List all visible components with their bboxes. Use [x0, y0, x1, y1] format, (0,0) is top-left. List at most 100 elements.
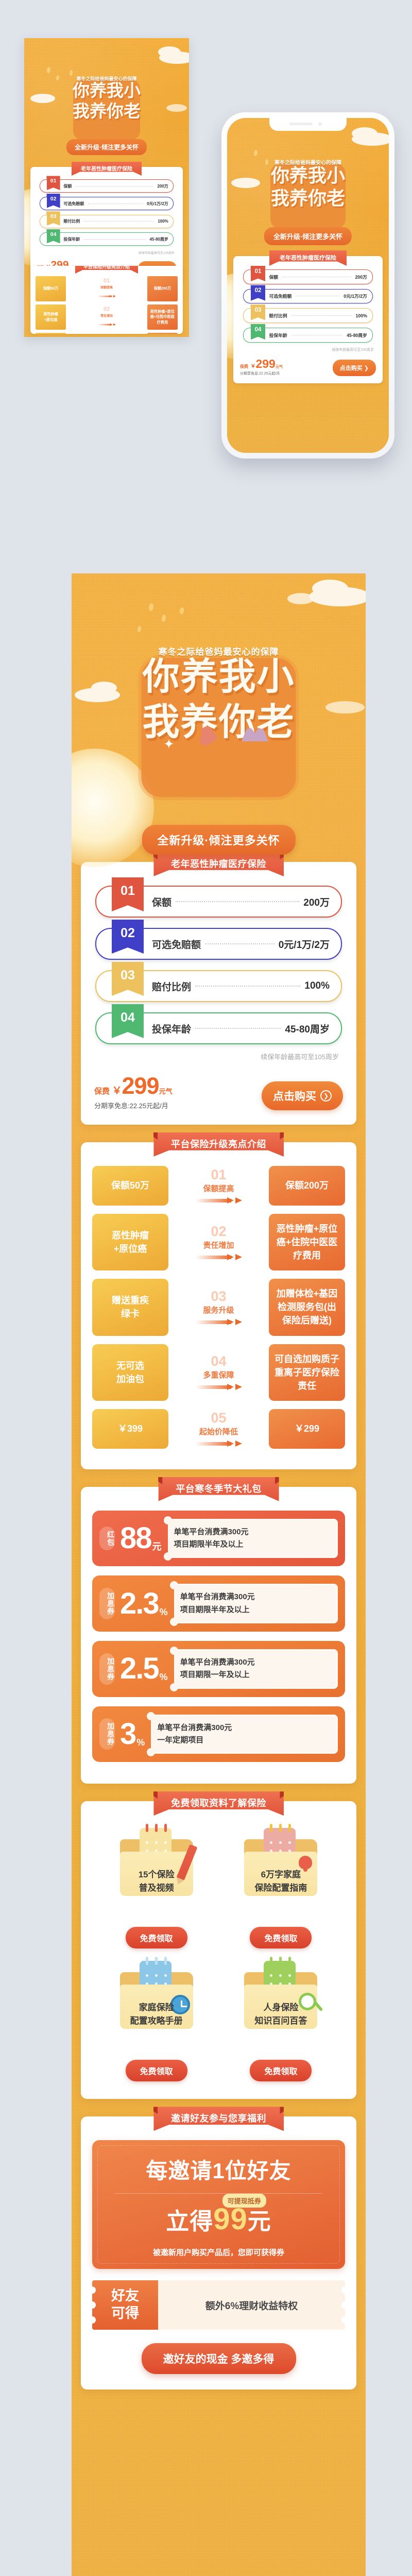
tag-fold: [249, 324, 251, 327]
invite-line2-pre: 立得: [166, 2208, 214, 2235]
materials-banner: 免费领取资料了解保险: [153, 1791, 284, 1816]
hero-cta-button[interactable]: 全新升级·倾注更多关怀: [142, 825, 296, 855]
compare-new-value: ￥299: [269, 1409, 345, 1449]
invite-line1: 每邀请1位好友: [146, 2159, 291, 2183]
cloud-decoration: [30, 94, 55, 103]
phone-price-unit: 元气: [275, 365, 283, 369]
phone-hero-title-line2: 我养你老: [270, 187, 345, 209]
preview-highlights-banner: 平台保险升级亮点介绍: [75, 266, 139, 274]
phone-product-banner: 老年恶性肿瘤医疗保险: [269, 250, 347, 266]
arrow-right-icon: [97, 323, 116, 326]
coupon-amount-number: 2.3: [120, 1586, 160, 1620]
phone-speaker-icon: [289, 123, 313, 125]
compare-new-value: 恶性肿瘤+原位癌+住院中医医疗费用: [269, 1214, 345, 1271]
phone-installment: 分期享免息:22.25元起/月: [240, 371, 280, 376]
phone-buy-button[interactable]: 点击购买 ❯: [332, 359, 376, 376]
coupon-desc-line2: 一年定期项目: [157, 1735, 204, 1744]
spec-value: 200万: [303, 897, 330, 908]
coupon-desc-line1: 单笔平台消费满300元: [180, 1592, 255, 1602]
material-card[interactable]: 15个保险普及视频免费领取: [96, 1824, 217, 1954]
material-title-line2: 配置攻略手册: [130, 2015, 183, 2026]
compare-new-value: 加赠体检+基因检测服务包(出保险后赠送): [147, 333, 178, 334]
claim-free-button[interactable]: 免费领取: [125, 2060, 187, 2082]
product-note: 续保年龄最高可至105周岁: [261, 1053, 339, 1061]
spec-label: 赔付比例: [269, 313, 287, 319]
material-card[interactable]: 家庭保险配置攻略手册免费领取: [96, 1957, 217, 2087]
ticket-dashed-border: [97, 2145, 340, 2264]
spec-dots: [176, 901, 300, 902]
compare-middle-label: 保额提高: [100, 286, 113, 290]
coupon-description: 单笔平台消费满300元项目期限一年及以上: [169, 1647, 338, 1691]
material-title-line1: 家庭保险: [139, 2003, 174, 2013]
phone-notch: [269, 118, 347, 131]
arrow-right-icon: [195, 1318, 243, 1325]
spec-label: 可选免赔额: [63, 201, 84, 206]
cloud-decoration: [91, 682, 117, 694]
coupon-badge: 加息券: [99, 1653, 115, 1685]
coupon-amount: 2.5%: [120, 1654, 168, 1684]
hero-section: 你养我小 我养你老 寒冬之际给爸妈最安心的保障 ✦ 全新升级·倾注更多关怀: [72, 573, 366, 867]
spec-value: 0元/1万/2万: [278, 939, 330, 951]
spec-value: 100%: [355, 313, 367, 318]
tag-fold: [45, 176, 47, 179]
invite-amount: 99: [213, 2202, 248, 2236]
material-card[interactable]: 人身保险知识百问百答免费领取: [220, 1957, 342, 2087]
coupon-amount: 3%: [120, 1719, 145, 1749]
preview-hero-cta[interactable]: 全新升级·倾注更多关怀: [66, 139, 147, 155]
compare-old-value: 恶性肿瘤 +原位癌: [92, 1214, 168, 1271]
compare-old-value: 赠送重疾 绿卡: [36, 333, 66, 334]
spec-number-tag: 03: [46, 211, 60, 226]
coupon-desc-line1: 单笔平台消费满300元: [174, 1527, 249, 1536]
claim-free-button[interactable]: 免费领取: [250, 1927, 312, 1949]
tag-fold: [107, 877, 112, 885]
phone-camera-icon: [318, 122, 322, 126]
friend-benefit-row: 好友 可得 额外6%理财收益特权: [92, 2280, 345, 2330]
hero-title-line1: 你养我小: [142, 656, 295, 698]
spec-number-tag: 03: [250, 304, 266, 320]
spec-dots: [76, 185, 153, 187]
spec-dots: [84, 239, 146, 240]
ticket-notch: [341, 2301, 345, 2309]
coupon-card[interactable]: 加息券 2.5%单笔平台消费满300元项目期限一年及以上: [92, 1641, 345, 1697]
coupon-amount-unit: %: [159, 1672, 168, 1683]
compare-old-value: 保额50万: [36, 276, 66, 301]
claim-free-button[interactable]: 免费领取: [125, 1927, 187, 1949]
buy-button[interactable]: 点击购买 ❯: [262, 1081, 343, 1110]
spec-value: 100%: [304, 980, 330, 991]
material-card[interactable]: 6万字家庭保险配置指南免费领取: [220, 1824, 342, 1954]
notebook-pencil-icon: 15个保险普及视频: [116, 1824, 198, 1899]
spec-label: 投保年龄: [152, 1024, 192, 1035]
arrow-right-icon: [195, 1384, 243, 1391]
hero-subtitle: 寒冬之际给爸妈最安心的保障: [158, 647, 279, 657]
coupon-amount-number: 88: [120, 1521, 152, 1555]
spec-label: 可选免赔额: [152, 939, 201, 951]
claim-free-button[interactable]: 免费领取: [250, 2060, 312, 2082]
spec-dots: [195, 986, 301, 987]
invite-button[interactable]: 邀好友的现金 多邀多得: [141, 2343, 296, 2375]
spec-label: 赔付比例: [152, 981, 192, 993]
coupon-description: 单笔平台消费满300元项目期限半年及以上: [169, 1581, 338, 1626]
spec-value: 100%: [158, 219, 168, 224]
petal-decoration: [138, 626, 141, 632]
phone-hero-cta[interactable]: 全新升级·倾注更多关怀: [264, 227, 352, 245]
preview-hero-title-line2: 我养你老: [73, 101, 141, 121]
spec-number-tag: 01: [250, 265, 266, 282]
spec-value: 200万: [355, 274, 367, 280]
phone-mockup: 寒冬之际给爸妈最安心的保障 你养我小 我养你老 全新升级·倾注更多关怀 老年恶性…: [221, 112, 394, 459]
